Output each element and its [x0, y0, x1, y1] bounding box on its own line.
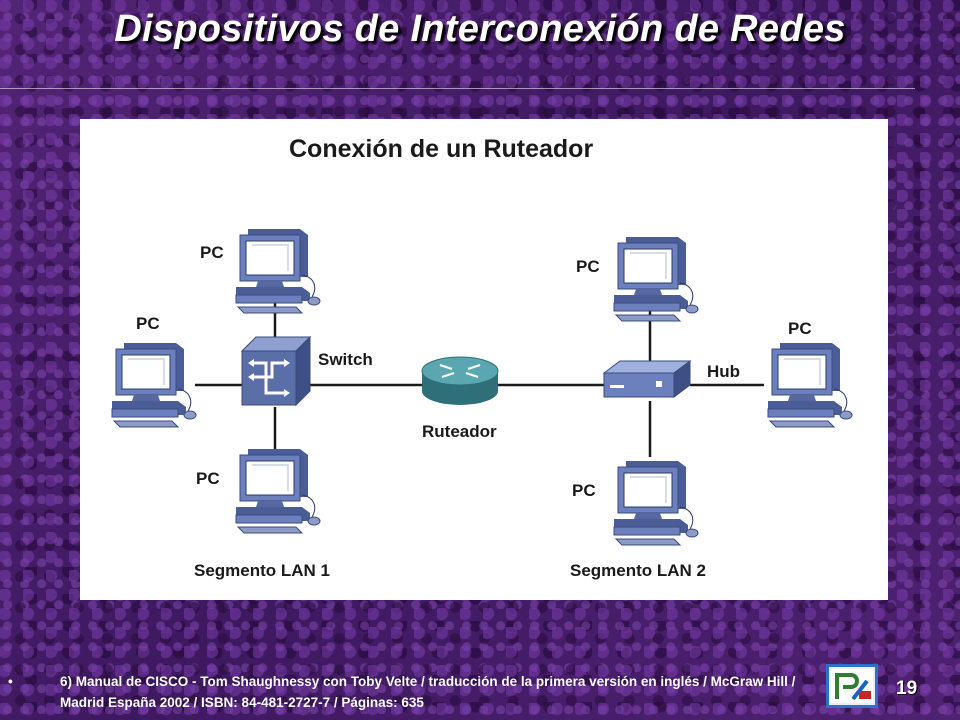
hub-icon [602, 360, 692, 398]
pc-icon-right [767, 342, 853, 428]
diagram-title: Conexión de un Ruteador [289, 135, 594, 163]
pc-icon-top-right [613, 236, 699, 322]
footer-bullet: • [8, 674, 13, 689]
segment-lan-2-label: Segmento LAN 2 [570, 561, 707, 580]
network-diagram [111, 228, 853, 546]
pc-icon-top-left [235, 228, 321, 314]
slide-title: Dispositivos de Interconexión de Redes [114, 8, 846, 50]
pc-icon-left [111, 342, 197, 428]
pc-icon-bottom-left [235, 448, 321, 534]
pc-icon-bottom-right [613, 460, 699, 546]
router-icon [421, 356, 499, 405]
router-label: Ruteador [422, 422, 497, 441]
title-divider [0, 88, 915, 89]
pc-label-left: PC [136, 314, 160, 333]
pc-label-bottom-left: PC [196, 469, 220, 488]
hub-label: Hub [707, 362, 741, 381]
diagram-panel: Conexión de un Ruteador PC PC PC PC PC P… [80, 119, 888, 600]
reference-text: 6) Manual de CISCO - Tom Shaughnessy con… [60, 674, 796, 710]
pc-label-top-right: PC [576, 257, 600, 276]
pc-label-right: PC [788, 319, 812, 338]
segment-lan-1-label: Segmento LAN 1 [194, 561, 331, 580]
switch-icon [240, 335, 312, 407]
switch-label: Switch [318, 350, 373, 369]
pc-label-top-left: PC [200, 243, 224, 262]
page-number: 19 [896, 678, 918, 699]
institution-logo-icon [826, 664, 878, 708]
pc-label-bottom-right: PC [572, 481, 596, 500]
